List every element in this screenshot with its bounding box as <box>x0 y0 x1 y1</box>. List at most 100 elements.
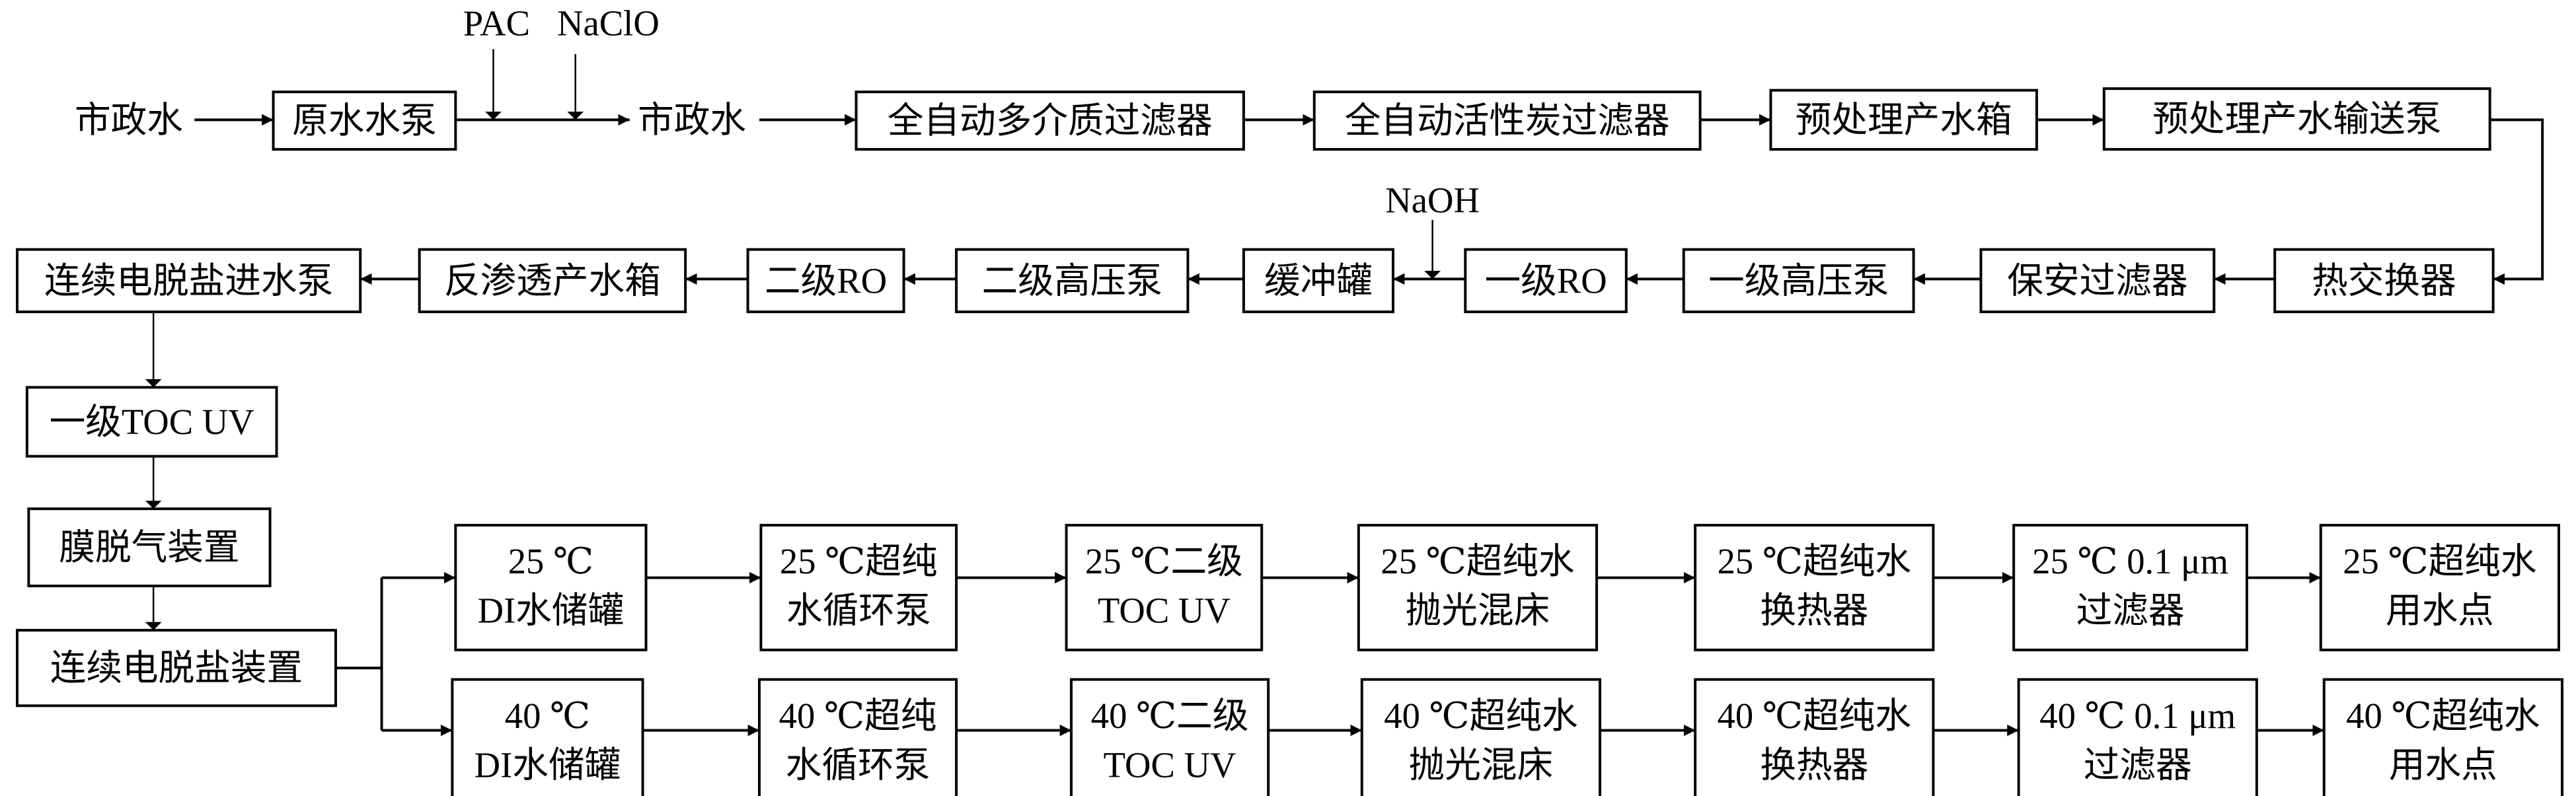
unit-box <box>757 678 958 796</box>
unit-degas: 膜脱气装置 <box>27 507 272 587</box>
unit-box <box>451 678 644 796</box>
unit-di-tank-40: 40 ℃ DI水储罐 <box>451 678 644 796</box>
unit-box <box>1360 678 1602 796</box>
unit-label: 用水点 <box>2386 591 2494 631</box>
unit-label: 预处理产水箱 <box>1796 100 2012 140</box>
unit-label: 25 ℃ 0.1 μm <box>2032 541 2228 581</box>
unit-box <box>1312 90 1702 151</box>
unit-box <box>1065 524 1264 651</box>
chemical-label-naclo: NaClO <box>557 3 660 43</box>
unit-pretreat-tank: 预处理产水箱 <box>1769 89 2038 151</box>
unit-label: 一级RO <box>1484 260 1607 301</box>
flow-arrow <box>2489 118 2544 285</box>
unit-box <box>2273 248 2495 314</box>
unit-label: 换热器 <box>1760 744 1868 785</box>
unit-label: 预处理产水输送泵 <box>2152 99 2441 139</box>
unit-box <box>2012 524 2248 651</box>
unit-box <box>15 248 362 314</box>
unit-box <box>1769 89 2038 151</box>
unit-box <box>1070 678 1270 796</box>
unit-label: 二级高压泵 <box>982 260 1162 301</box>
unit-label: 过滤器 <box>2076 591 2185 631</box>
unit-label: 抛光混床 <box>1406 591 1550 631</box>
unit-box <box>1242 248 1394 314</box>
unit-hp-pump-2: 二级高压泵 <box>955 248 1190 314</box>
unit-box <box>1682 248 1915 314</box>
unit-toc-uv-2-40: 40 ℃二级 TOC UV <box>1070 678 1270 796</box>
unit-label: 40 ℃ <box>505 696 590 736</box>
unit-edi: 连续电脱盐装置 <box>15 629 337 707</box>
unit-label: TOC UV <box>1104 744 1236 785</box>
unit-label: 抛光混床 <box>1409 744 1554 785</box>
unit-edi-feed-pump: 连续电脱盐进水泵 <box>15 248 362 314</box>
unit-ro-2: 二级RO <box>746 248 905 314</box>
unit-box <box>27 507 272 587</box>
unit-label: 原水水泵 <box>292 100 437 141</box>
unit-box <box>746 248 905 314</box>
unit-di-tank-25: 25 ℃ DI水储罐 <box>454 524 648 651</box>
unit-label: 保安过滤器 <box>2007 260 2187 301</box>
unit-box <box>15 629 337 707</box>
unit-label: DI水储罐 <box>478 591 625 631</box>
unit-carbon-filter: 全自动活性炭过滤器 <box>1312 90 1702 151</box>
unit-ro-1: 一级RO <box>1464 248 1628 314</box>
unit-box <box>955 248 1190 314</box>
flow-lines <box>145 49 2544 737</box>
unit-box <box>854 90 1245 151</box>
unit-label: 一级高压泵 <box>1708 260 1889 301</box>
unit-box <box>25 386 278 458</box>
unit-label: 一级TOC UV <box>50 402 254 442</box>
unit-box <box>1694 524 1935 651</box>
unit-box <box>272 90 457 151</box>
unit-label: 40 ℃ 0.1 μm <box>2039 696 2236 736</box>
unit-label: 连续电脱盐装置 <box>50 648 303 688</box>
unit-label: 40 ℃超纯水 <box>2346 696 2540 736</box>
unit-label: 40 ℃二级 <box>1091 696 1249 736</box>
unit-label: 25 ℃超纯水 <box>2343 541 2536 581</box>
unit-box <box>1694 678 1935 796</box>
unit-label: 反渗透产水箱 <box>444 260 661 301</box>
unit-label: 二级RO <box>765 260 887 301</box>
unit-label: 水循环泵 <box>786 744 930 785</box>
source-label-municipal-water: 市政水 <box>75 100 183 140</box>
unit-box <box>2319 524 2561 651</box>
unit-label: 40 ℃超纯水 <box>1384 696 1577 736</box>
label-municipal-water-dosed: 市政水 <box>638 100 746 140</box>
unit-box <box>1979 248 2216 314</box>
unit-label: 换热器 <box>1760 591 1868 631</box>
unit-raw-pump: 原水水泵 <box>272 90 457 151</box>
unit-label: 25 ℃超纯 <box>780 541 938 581</box>
unit-heat-exchanger: 热交换器 <box>2273 248 2495 314</box>
unit-label: 25 ℃超纯水 <box>1381 541 1574 581</box>
unit-box <box>418 248 687 314</box>
unit-label: 过滤器 <box>2084 744 2192 785</box>
unit-box <box>454 524 648 651</box>
unit-box <box>1464 248 1628 314</box>
unit-buffer-tank: 缓冲罐 <box>1242 248 1394 314</box>
unit-label: 40 ℃超纯水 <box>1718 696 1911 736</box>
unit-label: 40 ℃超纯 <box>779 696 937 736</box>
unit-label: 25 ℃ <box>508 541 593 581</box>
unit-label: 25 ℃二级 <box>1085 541 1243 581</box>
unit-hp-pump-1: 一级高压泵 <box>1682 248 1915 314</box>
unit-pretreat-pump: 预处理产水输送泵 <box>2102 87 2491 151</box>
unit-label: 缓冲罐 <box>1264 260 1373 301</box>
unit-filter-25: 25 ℃ 0.1 μm 过滤器 <box>2012 524 2248 651</box>
unit-ro-tank: 反渗透产水箱 <box>418 248 687 314</box>
unit-box <box>1357 524 1599 651</box>
unit-label: DI水储罐 <box>474 744 621 785</box>
unit-label: 用水点 <box>2389 744 2497 785</box>
unit-security-filter: 保安过滤器 <box>1979 248 2216 314</box>
unit-label: 25 ℃超纯水 <box>1718 541 1911 581</box>
process-units: 原水水泵全自动多介质过滤器全自动活性炭过滤器预处理产水箱预处理产水输送泵热交换器… <box>15 87 2563 796</box>
unit-filter-40: 40 ℃ 0.1 μm 过滤器 <box>2017 678 2258 796</box>
